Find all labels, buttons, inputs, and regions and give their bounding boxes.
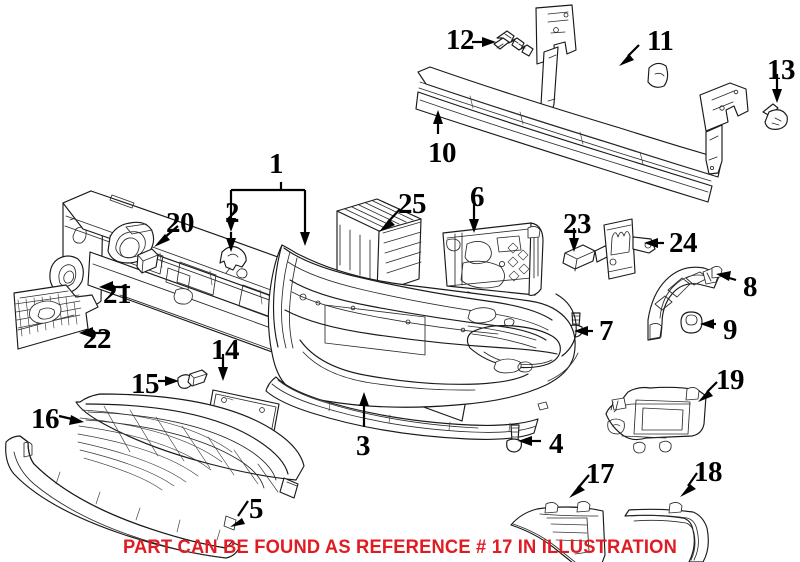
- part-grommet-9: [680, 311, 703, 334]
- part-fog-light-trim-right-18: [624, 501, 709, 562]
- callout-9: 9: [723, 314, 738, 346]
- callout-6: 6: [470, 181, 485, 213]
- part-bumper-cover-1: [267, 244, 579, 408]
- callout-2: 2: [225, 197, 240, 229]
- part-parking-sensor-20: [107, 221, 159, 274]
- callout-16: 16: [31, 403, 60, 435]
- callout-17: 17: [586, 458, 615, 490]
- callout-15: 15: [131, 368, 160, 400]
- callout-24: 24: [669, 227, 698, 259]
- callout-5: 5: [249, 493, 264, 525]
- leader-lines: [58, 37, 782, 527]
- callout-10: 10: [428, 137, 457, 169]
- callout-11: 11: [647, 25, 674, 57]
- callout-8: 8: [743, 271, 758, 303]
- part-clip-screw-15: [177, 369, 208, 389]
- part-bolt-12: [493, 30, 534, 57]
- part-sensor-cap-21: [49, 255, 84, 294]
- callout-21: 21: [103, 278, 132, 310]
- callout-4: 4: [549, 428, 564, 460]
- part-fog-light-trim-left-17: [510, 500, 606, 562]
- part-push-pin-rivet-13: [762, 103, 788, 130]
- callout-18: 18: [694, 456, 723, 488]
- callout-12: 12: [446, 24, 475, 56]
- callout-19: 19: [716, 364, 745, 396]
- part-side-mounting-bracket-6: [442, 222, 544, 296]
- callout-14: 14: [211, 334, 240, 366]
- reference-caption: PART CAN BE FOUND AS REFERENCE # 17 IN I…: [122, 536, 678, 558]
- callout-20: 20: [166, 207, 195, 239]
- callout-3: 3: [356, 430, 371, 462]
- callout-1: 1: [269, 148, 284, 180]
- callout-25: 25: [398, 188, 427, 220]
- callout-23: 23: [563, 208, 592, 240]
- part-lower-valance-5: [5, 435, 241, 559]
- part-side-grille-trim-22: [13, 284, 99, 350]
- part-reinforcement-beam-11: [415, 4, 749, 203]
- callout-13: 13: [767, 54, 796, 86]
- callout-22: 22: [83, 323, 112, 355]
- part-bumper-side-bracket-19: [605, 386, 707, 454]
- part-sensor-connector-23: [562, 244, 611, 272]
- part-center-grille-16: [75, 393, 305, 499]
- part-mounting-plate-24: [603, 218, 656, 280]
- callout-7: 7: [599, 315, 614, 347]
